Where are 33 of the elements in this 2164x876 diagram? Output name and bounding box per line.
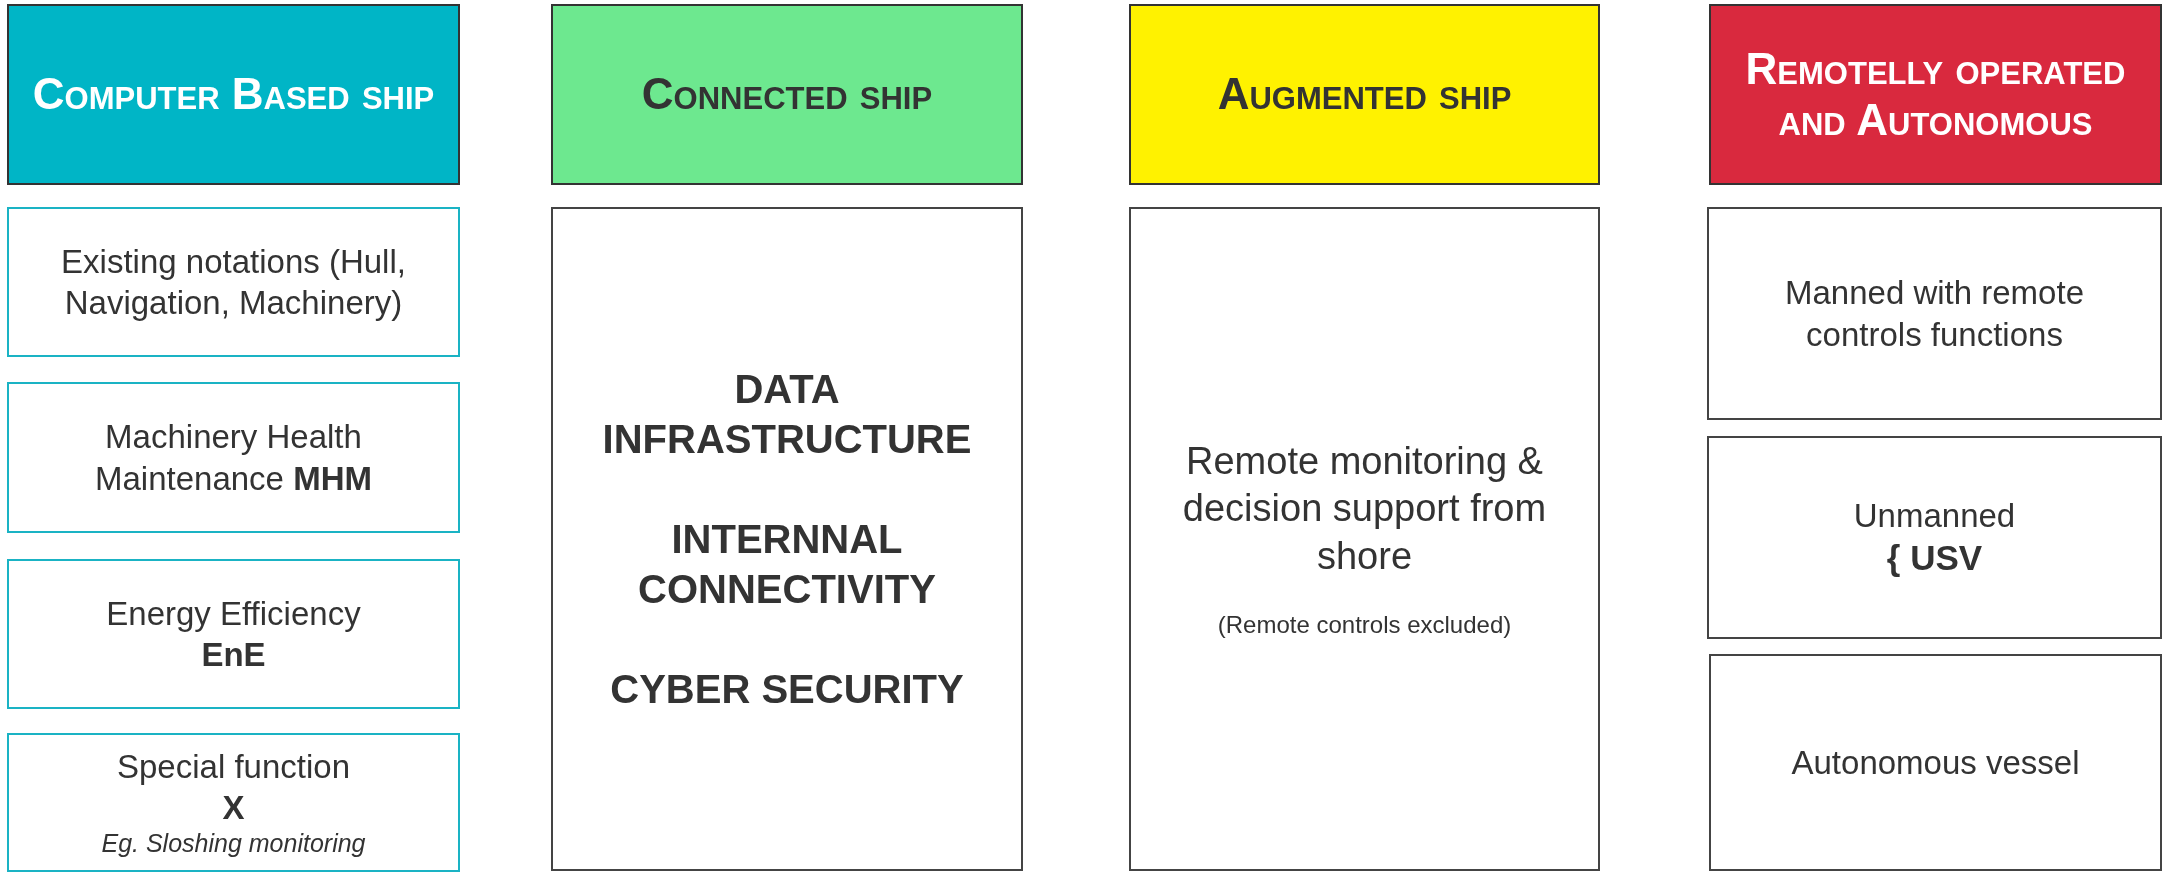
item-box — [1707, 436, 2162, 639]
box-text: Special function — [116, 746, 351, 787]
item-box — [1129, 207, 1600, 871]
item-box — [7, 733, 460, 872]
header-box — [1709, 4, 2162, 185]
header-box — [551, 4, 1023, 185]
column-heading: Remotelly operated and Autonomous — [1744, 43, 2127, 146]
item-box — [7, 559, 460, 709]
box-text: (Remote controls excluded) — [1216, 610, 1513, 641]
box-text: X — [221, 787, 246, 828]
item-box — [1707, 207, 2162, 420]
box-text: Existing notations (Hull, Navigation, Machinery) — [60, 241, 407, 323]
box-text: Machinery Health Maintenance MHM — [94, 417, 373, 499]
header-box — [7, 4, 460, 185]
box-text: CYBER SECURITY — [609, 666, 965, 713]
item-box — [7, 382, 460, 533]
box-text: EnE — [200, 635, 267, 675]
box-text: Unmanned — [1852, 496, 2017, 536]
item-box — [7, 207, 460, 357]
column-heading: Connected ship — [640, 69, 934, 120]
box-text: Eg. Sloshing monitoring — [100, 828, 367, 860]
header-box — [1129, 4, 1600, 185]
box-text: Remote monitoring & decision support from shore — [1181, 438, 1548, 579]
box-text: Manned with remote controls functions — [1784, 273, 2085, 355]
box-text: INTERNNAL CONNECTIVITY — [637, 516, 937, 613]
item-box — [551, 207, 1023, 871]
box-text: DATA INFRASTRUCTURE — [601, 366, 973, 463]
box-text: Energy Efficiency — [105, 593, 362, 634]
column-heading: Computer Based ship — [31, 69, 436, 120]
box-text: { USV — [1885, 537, 1984, 580]
column-heading: Augmented ship — [1216, 69, 1513, 120]
item-box — [1709, 654, 2162, 871]
box-text: Autonomous vessel — [1790, 742, 2081, 783]
